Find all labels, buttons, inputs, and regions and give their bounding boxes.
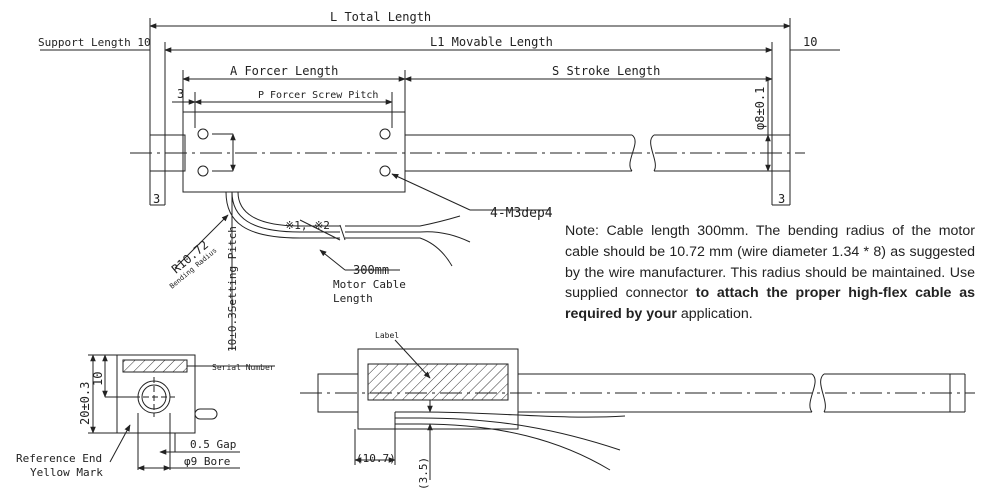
note-tail-text: application. xyxy=(676,306,753,323)
yellow-mark-label: Yellow Mark xyxy=(30,466,103,479)
shaft-diameter-label: φ8±0.1 xyxy=(753,87,767,130)
forcer-screw-pitch-label: P Forcer Screw Pitch xyxy=(258,90,378,101)
height-label: 20±0.3 xyxy=(78,382,92,425)
dim-10-7-label: (10.7) xyxy=(356,452,396,465)
cable-note: Note: Cable length 300mm. The bending ra… xyxy=(565,221,975,325)
cable-length-label-2: Length xyxy=(333,292,373,305)
movable-length-label: L1 Movable Length xyxy=(430,35,553,49)
stroke-length-label: S Stroke Length xyxy=(552,64,660,78)
note-plain-text: Note: Cable length 300mm. The bending ra… xyxy=(565,223,975,302)
gap-label: 0.5 Gap xyxy=(190,438,236,451)
half-height-label: 10 xyxy=(91,372,105,386)
edge-offset-left-label: 3 xyxy=(153,192,160,206)
edge-offset-right-label: 3 xyxy=(778,192,785,206)
label-label: Label xyxy=(375,331,399,340)
edge-offset-top-label: 3 xyxy=(177,87,184,101)
support-length-right-label: 10 xyxy=(803,35,817,49)
cable-marks-label: ※1, ※2 xyxy=(285,219,330,232)
reference-end-label: Reference End xyxy=(16,452,102,465)
cable-length-label-1: Motor Cable xyxy=(333,278,406,291)
total-length-label: L Total Length xyxy=(330,10,431,24)
forcer-length-label: A Forcer Length xyxy=(230,64,338,78)
note-bold-text: to attach the proper high-flex cable as … xyxy=(565,285,975,323)
setting-pitch-label: 10±0.3Setting Pitch xyxy=(226,226,239,352)
mount-holes-label: 4-M3dep4 xyxy=(490,206,553,221)
cable-length-value: 300mm xyxy=(353,263,389,277)
support-length-label: Support Length 10 xyxy=(38,36,151,49)
serial-number-label: Serial Number xyxy=(212,363,275,372)
bore-label: φ9 Bore xyxy=(184,455,230,468)
dim-3-5-label: (3.5) xyxy=(417,457,430,490)
